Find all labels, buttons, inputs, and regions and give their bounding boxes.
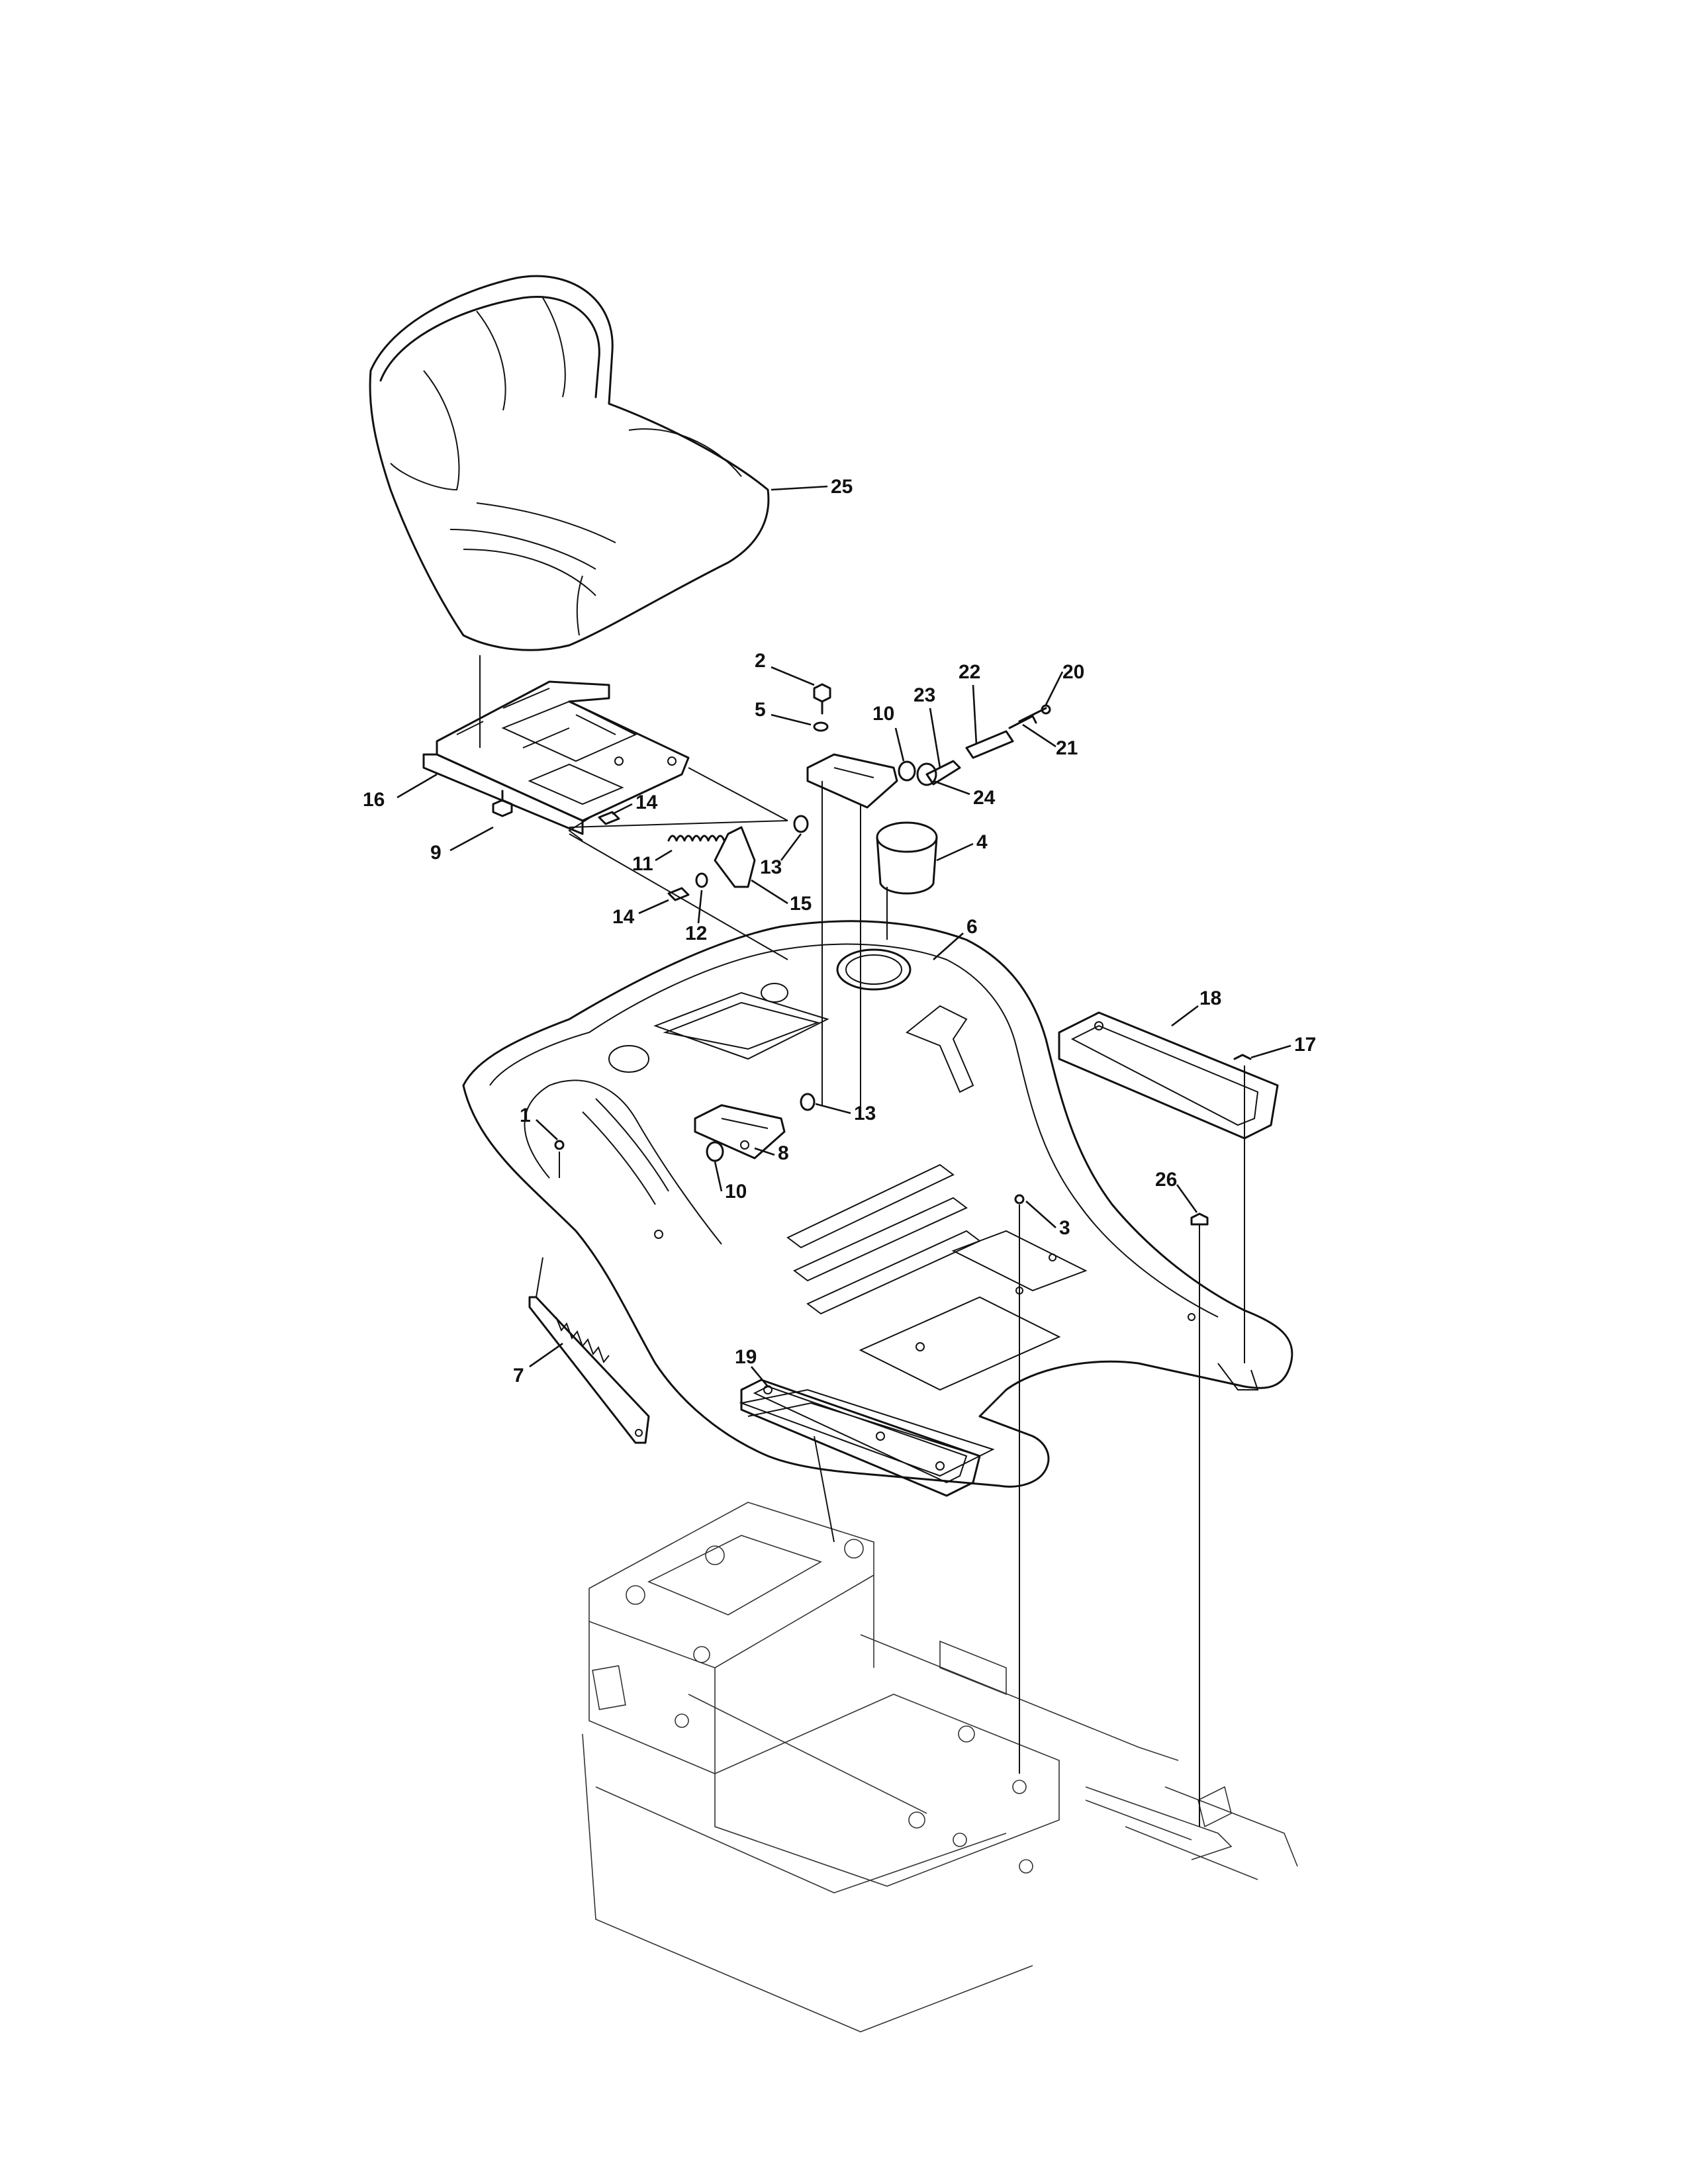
seat <box>369 275 770 651</box>
fastener-parts <box>492 683 1252 1226</box>
alignment-lines <box>479 655 1245 1827</box>
callout-6: 6 <box>966 916 978 938</box>
chassis-frame <box>582 1502 1298 2032</box>
callout-17: 17 <box>1294 1034 1316 1056</box>
callout-10-upper: 10 <box>872 703 894 725</box>
foot-pad-right <box>1058 1011 1279 1140</box>
callout-11: 11 <box>632 853 653 875</box>
callout-9: 9 <box>430 842 442 864</box>
callout-18: 18 <box>1199 987 1221 1009</box>
callout-4: 4 <box>976 831 988 853</box>
callout-14-upper: 14 <box>635 792 658 813</box>
callout-13-upper: 13 <box>760 856 782 878</box>
callout-1: 1 <box>520 1105 531 1126</box>
callout-26: 26 <box>1155 1169 1177 1191</box>
seat-pan <box>422 680 690 841</box>
callout-24: 24 <box>973 787 996 809</box>
callout-20: 20 <box>1062 661 1084 683</box>
callout-19: 19 <box>735 1346 757 1368</box>
callout-15: 15 <box>790 893 812 915</box>
callout-3: 3 <box>1059 1217 1070 1239</box>
fender-pan <box>462 920 1293 1488</box>
callout-10-lower: 10 <box>725 1181 747 1203</box>
callout-7: 7 <box>513 1365 524 1387</box>
callout-25: 25 <box>831 476 853 498</box>
callout-8: 8 <box>778 1142 789 1164</box>
callout-12: 12 <box>685 923 707 944</box>
callout-14-lower: 14 <box>612 906 635 928</box>
callout-23: 23 <box>914 684 935 706</box>
callouts: 25 2 5 10 23 22 20 21 24 4 16 14 9 11 13… <box>363 476 1316 1387</box>
callout-5: 5 <box>755 699 766 721</box>
callout-13-lower: 13 <box>854 1103 876 1124</box>
foot-pad-left <box>740 1379 981 1497</box>
callout-16: 16 <box>363 789 385 811</box>
callout-2: 2 <box>755 650 766 672</box>
callout-21: 21 <box>1056 737 1078 759</box>
callout-22: 22 <box>959 661 980 683</box>
